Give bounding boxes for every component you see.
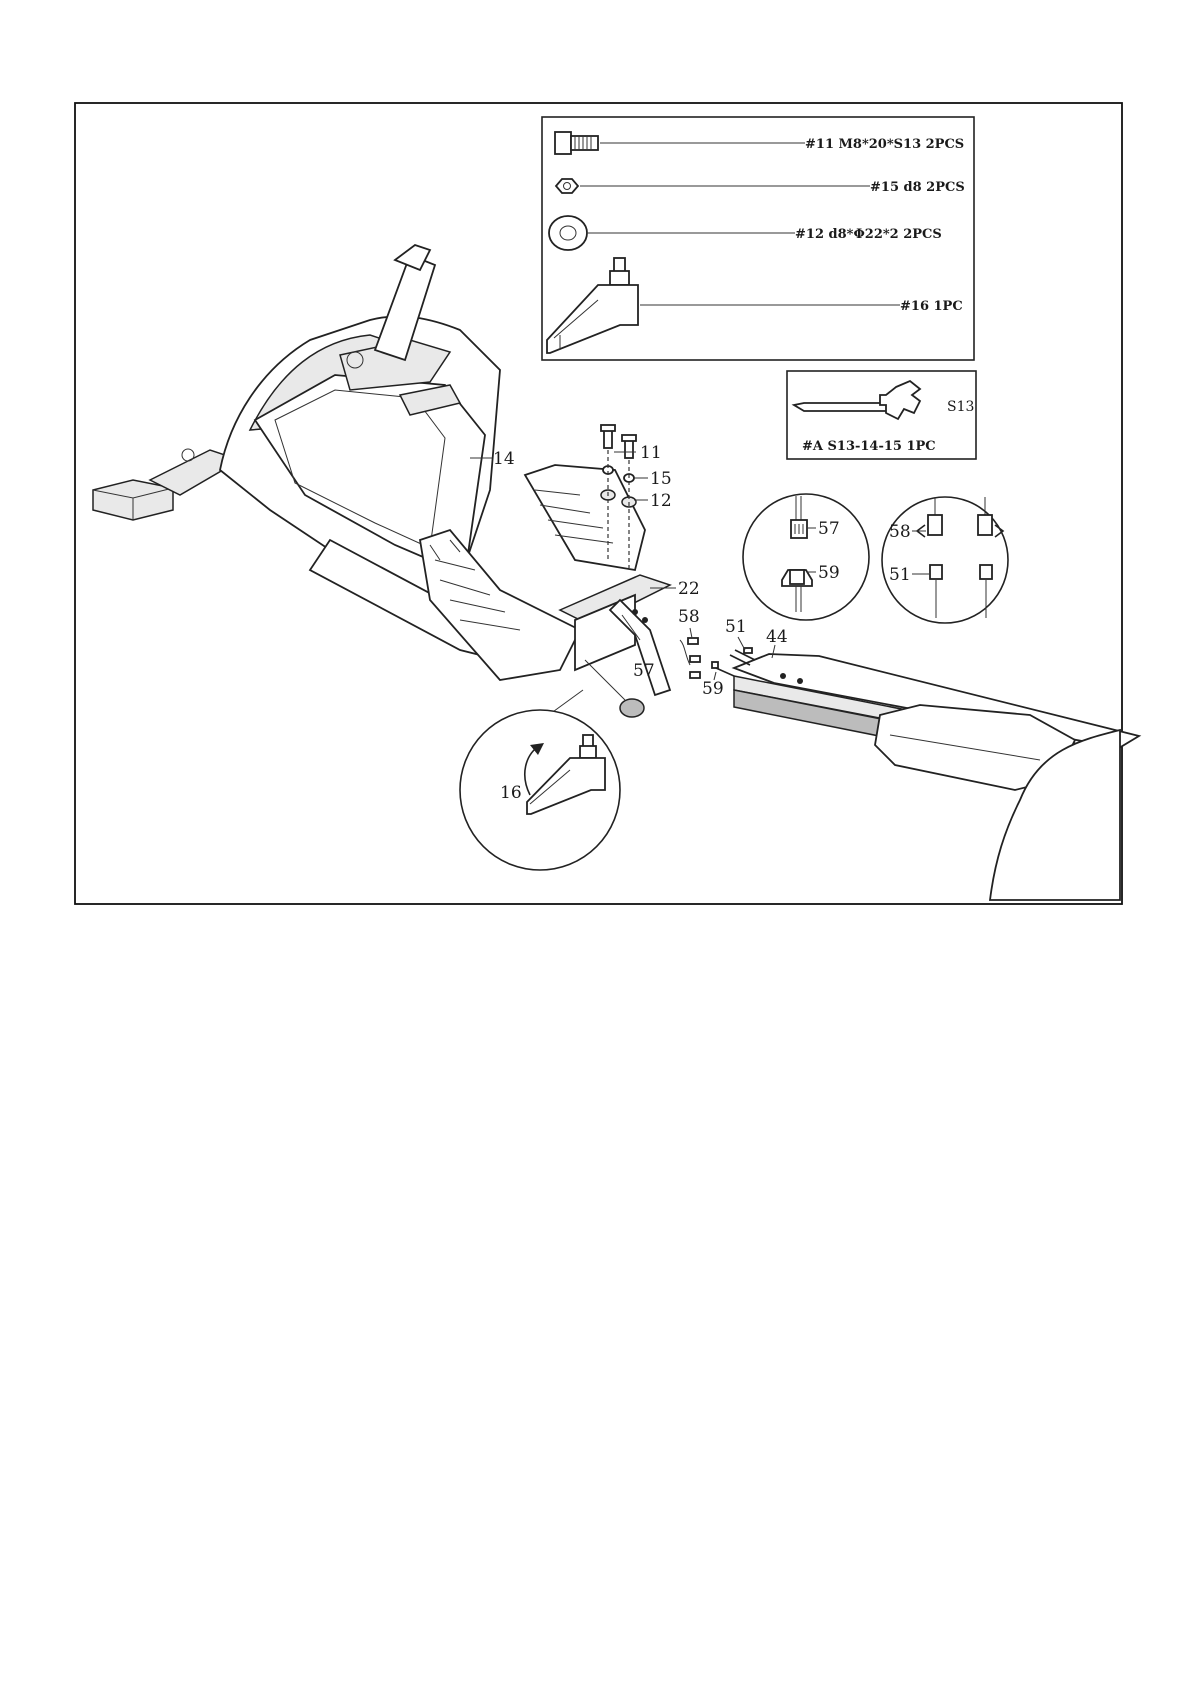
cable-connectors (680, 638, 700, 678)
callout-16: 16 (500, 783, 522, 803)
callout-11: 11 (640, 443, 662, 463)
tool-box: S13 #A S13-14-15 1PC (787, 371, 976, 459)
detail-circle-57-59 (743, 494, 869, 620)
callout-51: 51 (725, 617, 747, 637)
callout-57: 57 (633, 661, 655, 681)
hardware-box: #11 M8*20*S13 2PCS #15 d8 2PCS #12 d8*Φ2… (542, 117, 974, 360)
hardware-item-11: #11 M8*20*S13 2PCS (805, 137, 964, 152)
callout-14: 14 (493, 449, 515, 469)
detail-callout-57: 57 (818, 519, 840, 539)
callout-44: 44 (766, 627, 788, 647)
detail-callout-51: 51 (889, 565, 911, 585)
hardware-item-15: #15 d8 2PCS (870, 180, 965, 195)
callout-22: 22 (678, 579, 700, 599)
hardware-item-12: #12 d8*Φ22*2 2PCS (795, 227, 942, 242)
tool-label: #A S13-14-15 1PC (802, 439, 936, 454)
front-rail (712, 648, 1139, 900)
detail-callout-58: 58 (889, 522, 911, 542)
wrench-size-label: S13 (947, 399, 974, 415)
hardware-item-16: #16 1PC (900, 299, 963, 314)
detail-circle-58-51 (882, 497, 1008, 623)
detail-circle-16 (460, 690, 620, 870)
callout-12: 12 (650, 491, 672, 511)
detail-callout-59: 59 (818, 563, 840, 583)
callout-58: 58 (678, 607, 700, 627)
callout-15: 15 (650, 469, 672, 489)
callout-59: 59 (702, 679, 724, 699)
